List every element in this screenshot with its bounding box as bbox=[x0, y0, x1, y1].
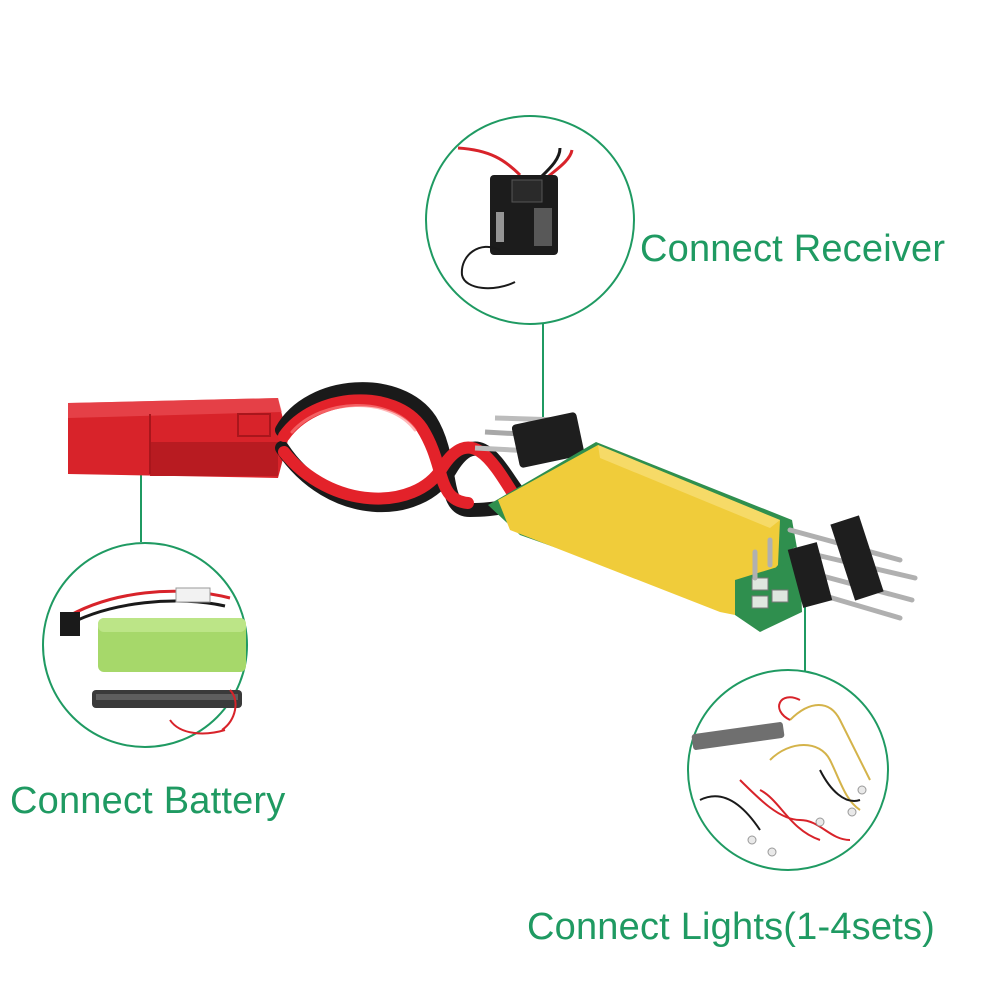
led-bulb bbox=[747, 835, 757, 845]
receiver-lead-wire bbox=[457, 146, 522, 177]
controller-module bbox=[488, 442, 802, 632]
led-bulb bbox=[847, 807, 857, 817]
lights-label: Connect Lights(1-4sets) bbox=[527, 906, 936, 948]
led-bulb bbox=[857, 785, 867, 795]
receiver-antenna bbox=[460, 245, 516, 290]
led-bulb bbox=[815, 817, 825, 827]
led-bulb bbox=[767, 847, 777, 857]
jst-connector bbox=[68, 398, 288, 478]
lights-callout bbox=[687, 669, 889, 871]
battery-wires bbox=[275, 382, 527, 518]
light-bar-small bbox=[691, 722, 785, 750]
receiver-callout bbox=[425, 115, 635, 325]
receiver-label: Connect Receiver bbox=[640, 228, 946, 270]
light-output-pins bbox=[752, 515, 918, 621]
battery-callout bbox=[42, 542, 248, 748]
receiver-header-pins bbox=[474, 412, 585, 468]
battery-label: Connect Battery bbox=[10, 780, 286, 822]
